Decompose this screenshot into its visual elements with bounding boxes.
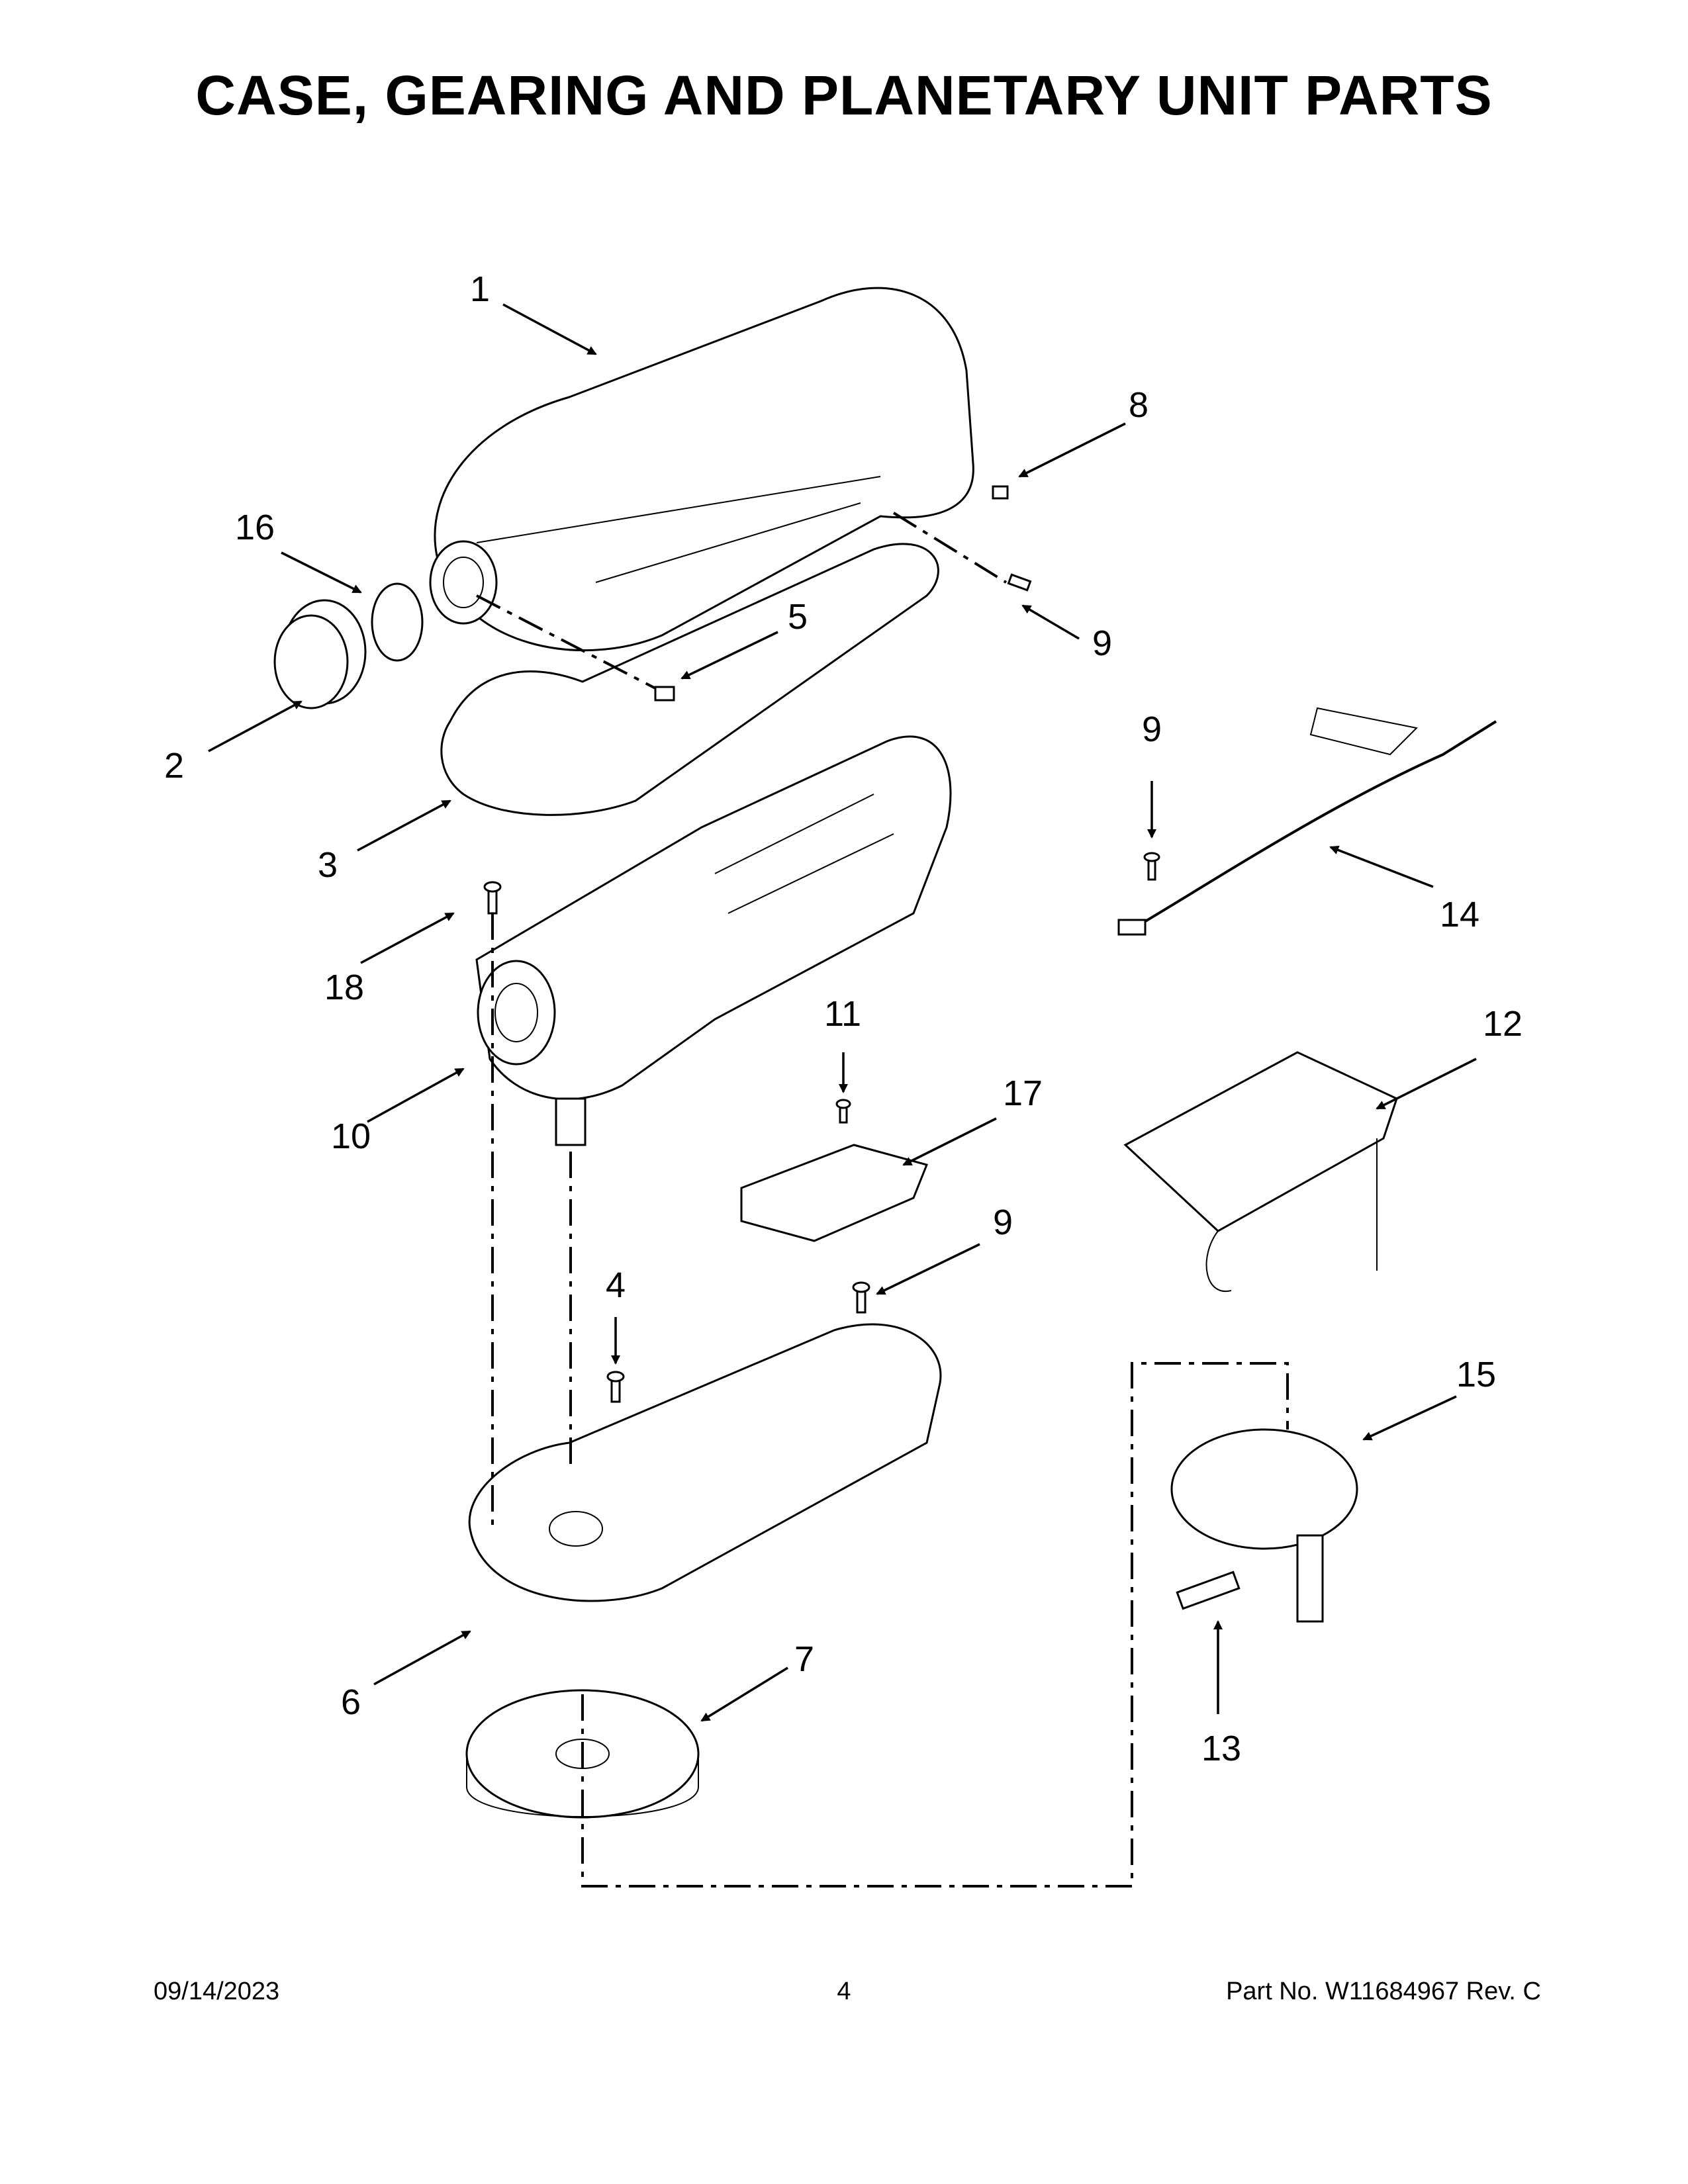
callout-10: 10 [331, 1116, 371, 1156]
callout-7: 7 [794, 1639, 814, 1679]
leader-arrows [208, 303, 1477, 1722]
callout-6: 6 [341, 1682, 361, 1722]
trim-band-part [440, 543, 939, 816]
callout-18: 18 [324, 968, 364, 1007]
attachment-knob-part [273, 599, 367, 709]
callout-1: 1 [470, 269, 490, 309]
power-cord-part [1117, 707, 1497, 936]
pin-part [1176, 1570, 1241, 1610]
planetary-unit-part [1170, 1428, 1358, 1623]
base-part [468, 1323, 942, 1602]
callout-16: 16 [235, 508, 275, 547]
footer-page-number: 4 [837, 1978, 851, 2005]
footer-part-number: Part No. W11684967 Rev. C [1226, 1978, 1541, 2005]
callout-14: 14 [1440, 895, 1479, 934]
callout-11: 11 [824, 994, 861, 1034]
footer-date: 09/14/2023 [154, 1978, 280, 2005]
callout-5: 5 [788, 597, 808, 637]
callout-9-base: 9 [993, 1203, 1013, 1242]
callout-3: 3 [318, 845, 338, 885]
callout-17: 17 [1003, 1073, 1043, 1113]
callout-labels: 1 16 8 5 9 2 3 9 14 18 11 12 10 17 9 4 1… [164, 269, 1523, 1768]
callout-12: 12 [1483, 1004, 1523, 1044]
cover-plate-part [740, 1144, 929, 1242]
callout-15: 15 [1456, 1355, 1496, 1394]
callout-9-top: 9 [1092, 623, 1112, 663]
motor-gearbox-part [475, 735, 952, 1146]
control-board-part [1123, 1051, 1398, 1293]
callout-13: 13 [1201, 1729, 1241, 1768]
callout-2: 2 [164, 746, 184, 786]
page-title: CASE, GEARING AND PLANETARY UNIT PARTS [195, 64, 1493, 126]
assembly-lines [476, 512, 1289, 1888]
callout-9-cord: 9 [1142, 709, 1162, 749]
screws [483, 485, 1160, 1403]
ring-part [371, 582, 424, 662]
callout-8: 8 [1129, 385, 1149, 425]
callout-4: 4 [606, 1265, 626, 1305]
head-case-part [429, 287, 974, 651]
